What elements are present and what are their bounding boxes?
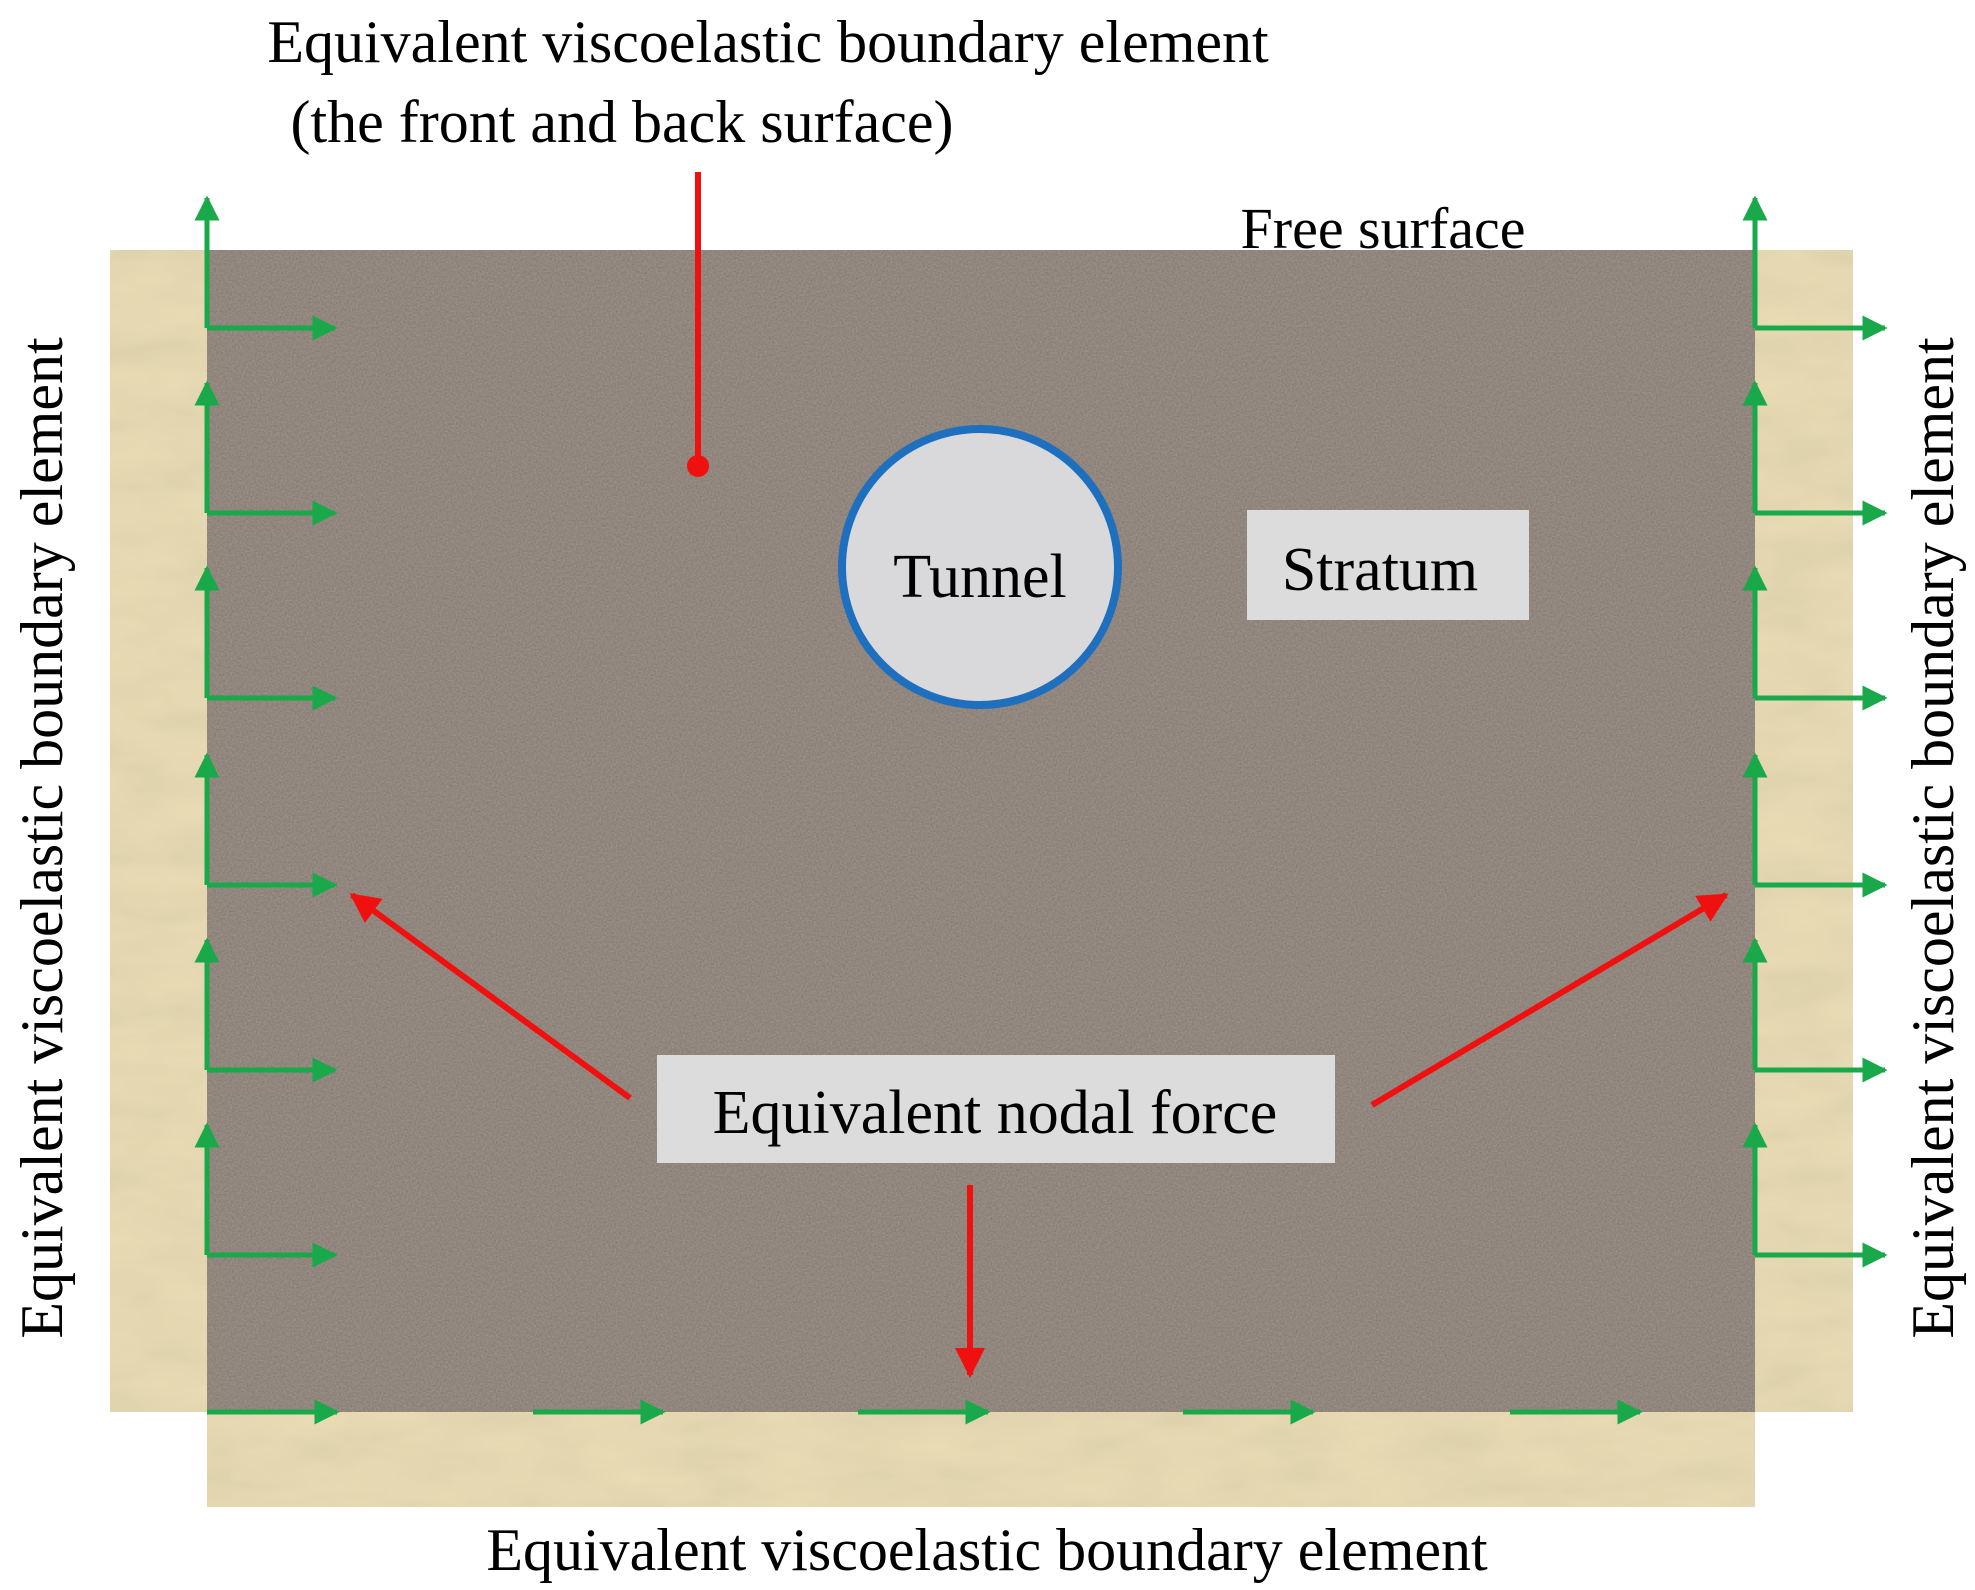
bottom-boundary-region — [207, 1410, 1755, 1507]
left-boundary-label: Equivalent viscoelastic boundary element — [9, 337, 75, 1339]
free-surface-label: Free surface — [1241, 196, 1526, 261]
stratum-region — [207, 250, 1755, 1412]
nodal-force-label-box — [657, 1055, 1335, 1163]
left-boundary-region — [110, 250, 207, 1412]
stratum-label-box — [1247, 510, 1529, 620]
right-boundary-region — [1752, 250, 1853, 1412]
top-pointer-dot — [687, 455, 709, 477]
tunnel-label: Tunnel — [893, 543, 1066, 611]
equivalent-nodal-force-markers — [194, 195, 1888, 1425]
bottom-boundary-label: Equivalent viscoelastic boundary element — [486, 1517, 1488, 1583]
stratum-label: Stratum — [1282, 536, 1478, 604]
right-boundary-label: Equivalent viscoelastic boundary element — [1900, 337, 1966, 1339]
nodal-force-label: Equivalent nodal force — [713, 1079, 1278, 1147]
top-boundary-title: Equivalent viscoelastic boundary element — [267, 9, 1269, 75]
nodal-pointer-right-arrow — [1370, 892, 1729, 1108]
nodal-pointer-left-arrow — [349, 892, 632, 1101]
tunnel-circle — [838, 425, 1122, 709]
top-boundary-subtitle: (the front and back surface) — [291, 89, 954, 155]
